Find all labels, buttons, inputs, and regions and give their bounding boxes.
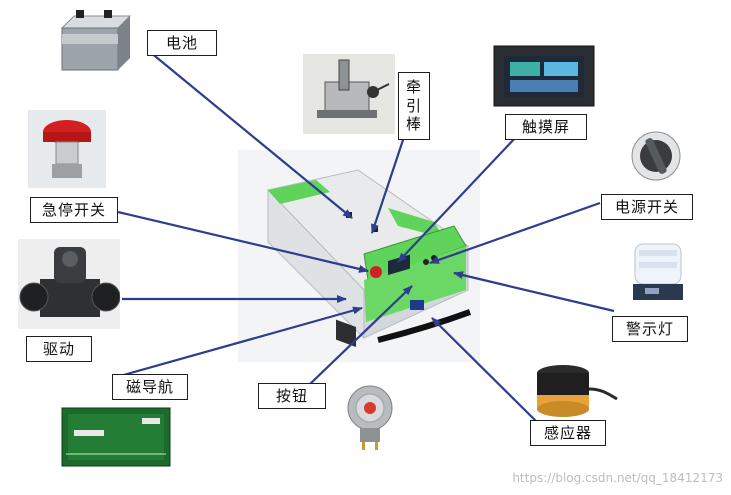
- tow-bar-photo: [303, 54, 395, 134]
- label-tow-bar: 牵 引 棒: [398, 72, 430, 140]
- label-power-switch: 电源开关: [601, 194, 693, 220]
- label-touch-screen: 触摸屏: [505, 114, 587, 140]
- label-magnetic-nav: 磁导航: [112, 374, 188, 400]
- arrow-sensor: [431, 317, 546, 431]
- button-photo: [336, 380, 404, 452]
- label-tow-bar-char-3: 棒: [405, 114, 422, 133]
- e-stop-photo: [28, 110, 106, 188]
- magnetic-nav-photo: [60, 404, 172, 470]
- label-tow-bar-char-2: 引: [405, 96, 422, 115]
- battery-photo: [56, 6, 138, 74]
- sensor-photo: [533, 355, 619, 423]
- label-button: 按钮: [258, 383, 326, 409]
- watermark: https://blog.csdn.net/qq_18412173: [512, 471, 723, 485]
- arrow-e-stop: [117, 210, 369, 273]
- label-drive: 驱动: [26, 336, 92, 362]
- label-sensor: 感应器: [530, 420, 606, 446]
- arrow-battery: [149, 51, 353, 219]
- label-tow-bar-char-1: 牵: [405, 78, 422, 97]
- touch-screen-photo: [492, 44, 596, 108]
- arrow-touch-screen: [397, 136, 517, 263]
- power-switch-photo: [623, 125, 689, 187]
- warning-light-photo: [625, 240, 691, 306]
- label-battery: 电池: [147, 30, 217, 56]
- label-warning-light: 警示灯: [612, 316, 688, 342]
- arrow-tow-bar: [370, 133, 407, 234]
- arrow-magnetic-nav: [119, 306, 363, 378]
- label-e-stop: 急停开关: [30, 197, 118, 223]
- arrow-power-switch: [429, 201, 601, 265]
- arrow-button: [309, 285, 413, 385]
- arrow-warning-light: [453, 271, 615, 313]
- drive-photo: [18, 239, 120, 329]
